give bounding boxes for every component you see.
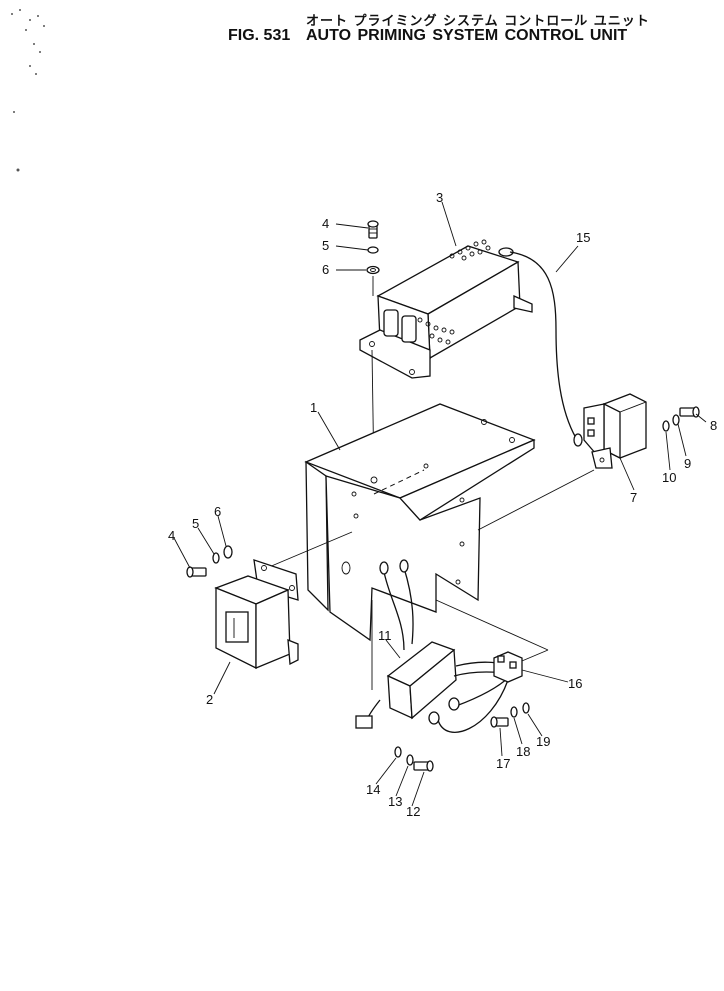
callout-7: 7	[630, 490, 637, 505]
callout-19: 19	[536, 734, 550, 749]
figure-title: AUTO PRIMING SYSTEM CONTROL UNIT	[306, 27, 628, 44]
callout-2: 2	[206, 692, 213, 707]
callout-numbers: 3 4 5 6 15 1 8 9 10 7 4 5 6 2 11 16 19 1…	[168, 190, 717, 819]
left-controller	[214, 559, 299, 670]
small-controller	[386, 641, 457, 720]
callout-13: 13	[388, 794, 402, 809]
right-bottom-fasteners	[490, 702, 530, 728]
bottom-fasteners	[394, 746, 434, 772]
callout-5-left: 5	[192, 516, 199, 531]
figure-number: FIG. 531	[228, 27, 291, 44]
scan-noise	[11, 9, 45, 172]
left-fasteners	[186, 545, 233, 578]
callout-6-left: 6	[214, 504, 221, 519]
callout-15: 15	[576, 230, 590, 245]
title-japanese: オート プライミング システム コントロール ユニット	[306, 14, 650, 29]
callout-1: 1	[310, 400, 317, 415]
relay-fasteners	[662, 406, 700, 432]
callout-leaders	[173, 201, 707, 807]
relay	[583, 393, 647, 469]
top-bolt-washers	[366, 220, 380, 481]
callout-10: 10	[662, 470, 676, 485]
callout-8: 8	[710, 418, 717, 433]
callout-5: 5	[322, 238, 329, 253]
callout-3: 3	[436, 190, 443, 205]
callout-11: 11	[378, 628, 392, 643]
callout-6: 6	[322, 262, 329, 277]
callout-4-left: 4	[168, 528, 175, 543]
callout-4: 4	[322, 216, 329, 231]
callout-14: 14	[366, 782, 380, 797]
callout-17: 17	[496, 756, 510, 771]
callout-9: 9	[684, 456, 691, 471]
callout-12: 12	[406, 804, 420, 819]
mounting-bracket	[304, 403, 536, 642]
callout-16: 16	[568, 676, 582, 691]
callout-18: 18	[516, 744, 530, 759]
controller-box	[359, 239, 533, 379]
connector-block	[493, 651, 523, 683]
harness-wire-15	[509, 251, 577, 439]
